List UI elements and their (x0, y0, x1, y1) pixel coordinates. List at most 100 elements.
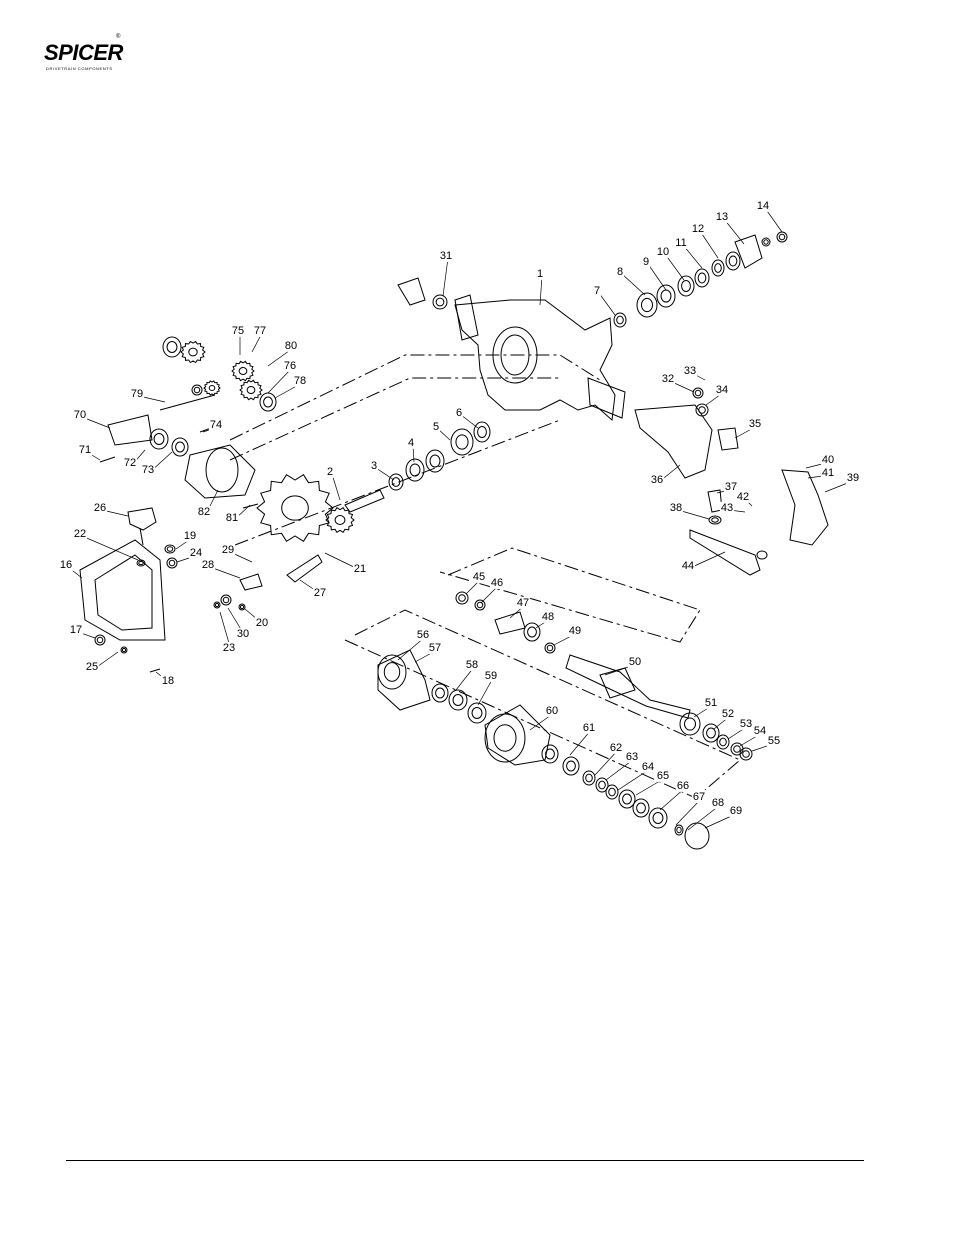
outer-bearing-cone (562, 756, 580, 776)
callout-bg-1 (535, 267, 545, 280)
callout-bg-51 (703, 696, 719, 709)
vent-washer (136, 559, 146, 567)
callout-58: 58 (466, 659, 478, 671)
differential-cover (79, 539, 166, 641)
callout-9: 9 (643, 256, 649, 268)
stub-shaft (494, 611, 526, 635)
leader-line-44 (689, 551, 726, 569)
lock-washer-23 (213, 601, 221, 609)
lock-ring (595, 777, 609, 793)
callout-1: 1 (537, 268, 543, 280)
drain-plug (120, 646, 128, 654)
ball-joint-lower (717, 427, 739, 451)
callout-46: 46 (491, 577, 503, 589)
callout-bg-39 (845, 471, 861, 484)
callout-68: 68 (712, 797, 724, 809)
callout-bg-11 (674, 236, 688, 249)
callout-10: 10 (657, 246, 669, 258)
callout-65: 65 (657, 770, 669, 782)
pinion-bearing-inner (405, 458, 425, 482)
callout-bg-14 (755, 199, 771, 212)
pinion-shaft (344, 489, 385, 513)
callout-35: 35 (749, 418, 761, 430)
universal-joint (599, 667, 636, 699)
pinion-cone (656, 284, 676, 308)
housing-tube-right (587, 377, 626, 419)
callout-bg-19 (182, 529, 198, 542)
cross-shaft (159, 394, 216, 411)
side-gear-left (180, 340, 206, 364)
leader-line-38 (677, 509, 710, 520)
callout-63: 63 (626, 751, 638, 763)
callout-bg-43 (719, 501, 735, 514)
callout-bg-20 (254, 616, 270, 629)
callout-bg-72 (122, 456, 138, 469)
callout-bg-73 (140, 463, 156, 476)
callout-55: 55 (768, 735, 780, 747)
footer-rule (66, 1160, 864, 1161)
case-flange (205, 447, 239, 493)
callout-bg-16 (58, 558, 74, 571)
callout-60: 60 (546, 705, 558, 717)
pinion-shim (388, 473, 404, 491)
callout-61: 61 (583, 722, 595, 734)
outer-pinion-bearing (636, 292, 658, 318)
wheel-hub (484, 704, 551, 766)
group-outline-hub-bottom (344, 639, 701, 801)
callout-bg-49 (567, 624, 583, 637)
leader-line-1 (539, 275, 543, 306)
callout-36: 36 (651, 474, 663, 486)
brand-name: SPICER (44, 40, 123, 65)
group-outline-hub (354, 609, 741, 791)
leader-line-68 (687, 804, 721, 831)
leader-line-3 (375, 467, 395, 481)
callout-13: 13 (716, 211, 728, 223)
callout-bg-65 (655, 769, 671, 782)
leader-line-9 (647, 263, 667, 291)
yoke-nut (776, 231, 788, 243)
callout-18: 18 (162, 675, 174, 687)
carrier-bearing-shim (171, 437, 189, 457)
spider-gear-top (231, 360, 255, 382)
callout-bg-50 (627, 655, 643, 668)
callout-26: 26 (94, 502, 106, 514)
inner-hub-seal (467, 702, 487, 724)
pinion-yoke (734, 234, 763, 269)
callout-bg-34 (714, 383, 730, 396)
lock-washer (618, 789, 636, 809)
callout-43: 43 (721, 502, 733, 514)
callout-bg-22 (72, 527, 88, 540)
spindle-bearing (431, 683, 449, 703)
callout-79: 79 (131, 388, 143, 400)
fill-plug (432, 294, 448, 310)
callout-48: 48 (542, 611, 554, 623)
differential-case (184, 444, 256, 499)
callout-19: 19 (184, 530, 196, 542)
callout-12: 12 (692, 223, 704, 235)
lock-bolt (220, 594, 232, 606)
ball-joint-upper (695, 403, 709, 417)
callout-bg-9 (641, 255, 651, 268)
callout-bg-36 (649, 473, 665, 486)
callout-bg-66 (675, 779, 691, 792)
lock-bracket (239, 573, 263, 591)
callout-bg-68 (710, 796, 726, 809)
callout-bg-64 (640, 760, 656, 773)
callout-54: 54 (754, 725, 766, 737)
callout-bg-27 (312, 586, 328, 599)
callout-74: 74 (210, 419, 222, 431)
callout-67: 67 (693, 791, 705, 803)
needle-bearing (716, 734, 730, 750)
callout-bg-35 (747, 417, 763, 430)
callout-64: 64 (642, 761, 654, 773)
callout-33: 33 (684, 365, 696, 377)
callout-51: 51 (705, 697, 717, 709)
spindle-flange (377, 654, 407, 690)
hub-flange (484, 713, 526, 763)
adjuster-ring (708, 515, 722, 525)
outer-bearing-cup (541, 744, 559, 764)
stub-seal (474, 599, 486, 611)
leader-line-12 (699, 230, 719, 259)
shaft-seal-ring (679, 712, 701, 736)
